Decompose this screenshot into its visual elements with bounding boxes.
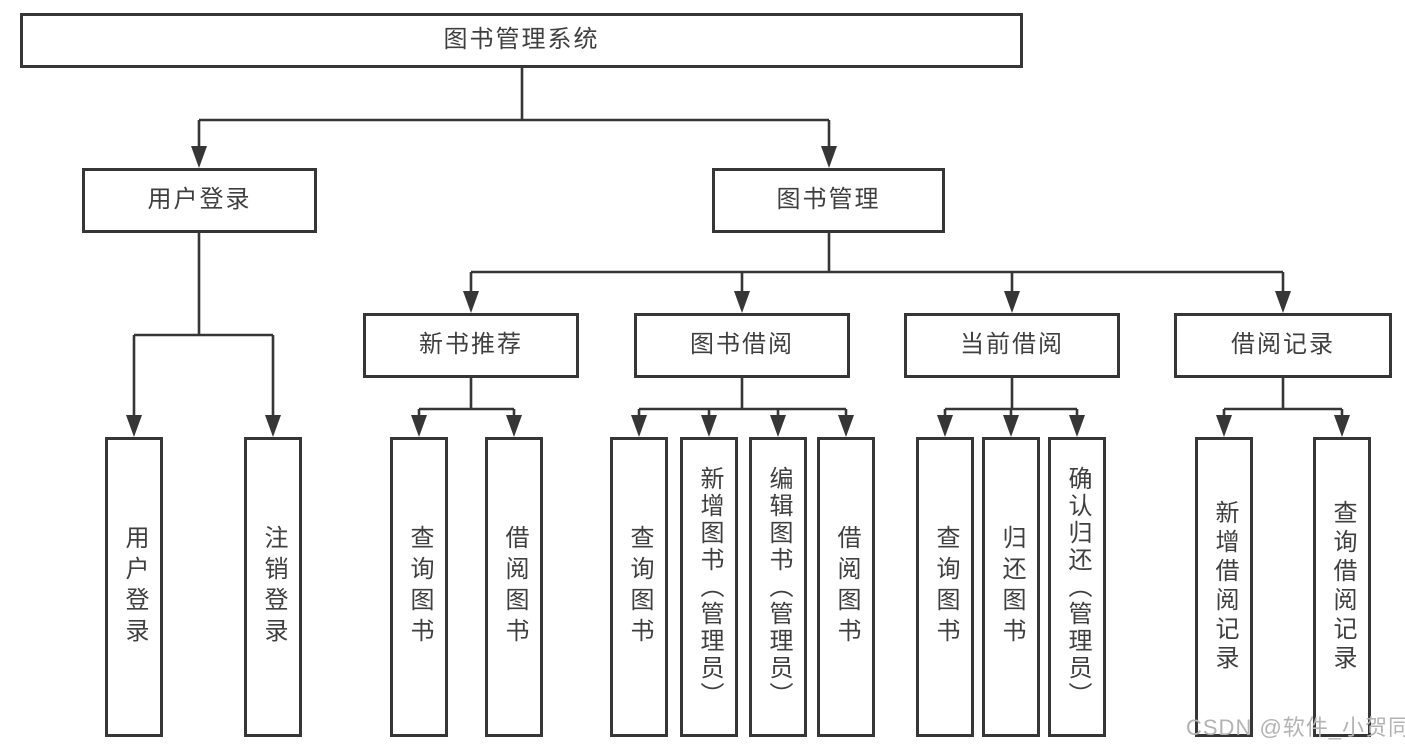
leaf-add-borrow-record-label: 新增借阅记录 — [1211, 500, 1238, 674]
node-new-book-recommend: 新书推荐 — [363, 313, 579, 378]
connector-userlogin-to-leaves — [132, 233, 275, 418]
leaf-query-borrow-record-label: 查询借阅记录 — [1329, 500, 1356, 674]
node-current-borrow-label: 当前借阅 — [960, 331, 1064, 359]
leaf-borrow-books-label: 借阅图书 — [833, 525, 860, 649]
leaf-query-books-current-label: 查询图书 — [932, 525, 959, 649]
node-borrow-records: 借阅记录 — [1174, 313, 1392, 378]
connector-currentborrow-to-leaves — [943, 378, 1079, 418]
node-book-management-label: 图书管理 — [776, 186, 881, 214]
connector-borrowrecords-to-leaves — [1222, 378, 1344, 418]
node-current-borrow: 当前借阅 — [904, 313, 1120, 378]
csdn-watermark: CSDN @软件_小贺同学 — [1186, 715, 1405, 740]
connector-newbookrec-to-leaves — [417, 378, 516, 418]
leaf-return-books: 归还图书 — [982, 437, 1040, 737]
leaf-query-books-borrow-label: 查询图书 — [626, 525, 653, 649]
leaf-borrow-books-recommend: 借阅图书 — [485, 437, 543, 737]
leaf-logout: 注销登录 — [244, 437, 302, 737]
node-borrow-records-label: 借阅记录 — [1231, 331, 1335, 359]
leaf-confirm-return-admin-label: 确认归还（管理员） — [1064, 465, 1091, 709]
node-book-borrow: 图书借阅 — [634, 313, 850, 378]
node-library-system-label: 图书管理系统 — [443, 26, 600, 54]
leaf-query-books-current: 查询图书 — [916, 437, 974, 737]
leaf-add-books-admin-label: 新增图书（管理员） — [696, 465, 723, 709]
leaf-add-books-admin: 新增图书（管理员） — [680, 437, 738, 737]
leaf-user-login: 用户登录 — [105, 437, 163, 737]
leaf-add-borrow-record: 新增借阅记录 — [1195, 437, 1253, 737]
leaf-borrow-books: 借阅图书 — [817, 437, 875, 737]
leaf-edit-books-admin: 编辑图书（管理员） — [749, 437, 807, 737]
connector-root-to-level2 — [197, 68, 831, 149]
leaf-borrow-books-recommend-label: 借阅图书 — [501, 525, 528, 649]
leaf-query-books-recommend-label: 查询图书 — [406, 525, 433, 649]
node-user-login-label: 用户登录 — [147, 186, 252, 214]
leaf-query-borrow-record: 查询借阅记录 — [1313, 437, 1371, 737]
leaf-edit-books-admin-label: 编辑图书（管理员） — [765, 465, 792, 709]
node-book-management: 图书管理 — [712, 168, 945, 233]
node-library-system: 图书管理系统 — [20, 13, 1023, 68]
leaf-query-books-borrow: 查询图书 — [610, 437, 668, 737]
connector-bookmgmt-to-level3 — [469, 233, 1285, 294]
node-user-login: 用户登录 — [82, 168, 317, 233]
node-new-book-recommend-label: 新书推荐 — [419, 331, 523, 359]
leaf-confirm-return-admin: 确认归还（管理员） — [1048, 437, 1106, 737]
leaf-query-books-recommend: 查询图书 — [390, 437, 448, 737]
leaf-logout-label: 注销登录 — [260, 525, 287, 649]
leaf-return-books-label: 归还图书 — [998, 525, 1025, 649]
node-book-borrow-label: 图书借阅 — [690, 331, 794, 359]
leaf-user-login-label: 用户登录 — [121, 525, 148, 649]
connector-bookborrow-to-leaves — [637, 378, 848, 418]
